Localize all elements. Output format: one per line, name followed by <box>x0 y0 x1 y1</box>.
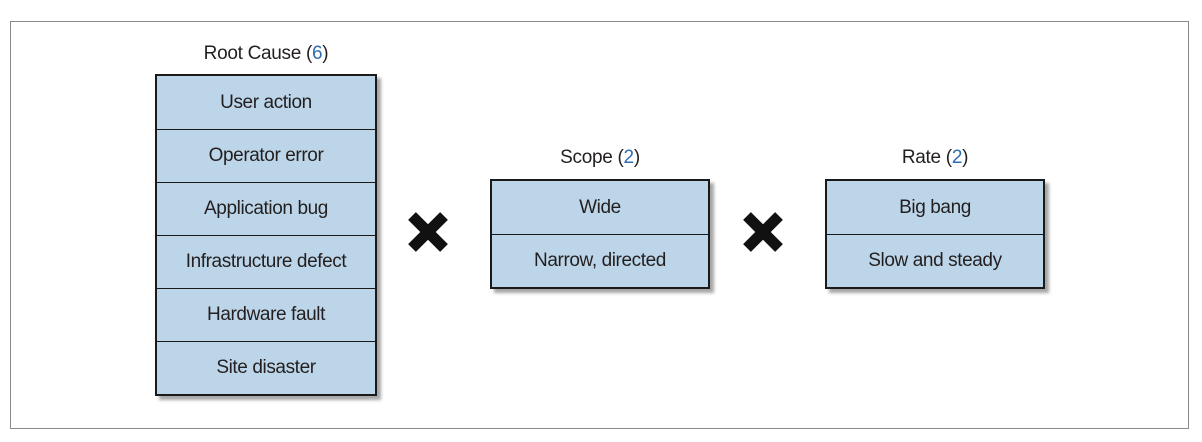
rate-item: Slow and steady <box>827 234 1043 287</box>
rate-count: 2 <box>951 147 963 168</box>
root-cause-count: 6 <box>312 43 323 64</box>
scope-count: 2 <box>623 147 635 168</box>
root-cause-item: User action <box>220 91 312 113</box>
root-cause-count-open: ( <box>305 43 313 64</box>
scope-group: Scope (2) Wide Narrow, directed <box>490 142 710 292</box>
scope-count-close: ) <box>633 147 640 168</box>
multiply-icon <box>743 212 783 252</box>
scope-title-text: Scope <box>560 147 613 168</box>
root-cause-group: Root Cause (6) User action Operator erro… <box>155 40 377 396</box>
rate-title: Rate (2) <box>825 147 1045 169</box>
rate-count-close: ) <box>962 147 969 168</box>
root-cause-item: Infrastructure defect <box>157 235 375 288</box>
root-cause-title: Root Cause (6) <box>155 43 377 65</box>
root-cause-item: Application bug <box>157 182 375 235</box>
rate-group: Rate (2) Big bang Slow and steady <box>825 142 1045 292</box>
root-cause-item: Site disaster <box>157 341 375 394</box>
scope-title: Scope (2) <box>490 147 710 169</box>
scope-item: Wide <box>579 196 621 218</box>
root-cause-table: User action Operator error Application b… <box>155 74 377 396</box>
multiply-icon <box>408 212 448 252</box>
rate-table: Big bang Slow and steady <box>825 179 1045 289</box>
root-cause-item: Operator error <box>157 129 375 182</box>
rate-item: Big bang <box>899 196 971 218</box>
root-cause-item: Hardware fault <box>157 288 375 341</box>
root-cause-title-text: Root Cause <box>203 43 302 64</box>
root-cause-count-close: ) <box>322 43 329 64</box>
scope-table: Wide Narrow, directed <box>490 179 710 289</box>
rate-count-open: ( <box>945 147 952 168</box>
rate-title-text: Rate <box>901 147 941 168</box>
scope-count-open: ( <box>617 147 624 168</box>
scope-item: Narrow, directed <box>492 234 708 287</box>
